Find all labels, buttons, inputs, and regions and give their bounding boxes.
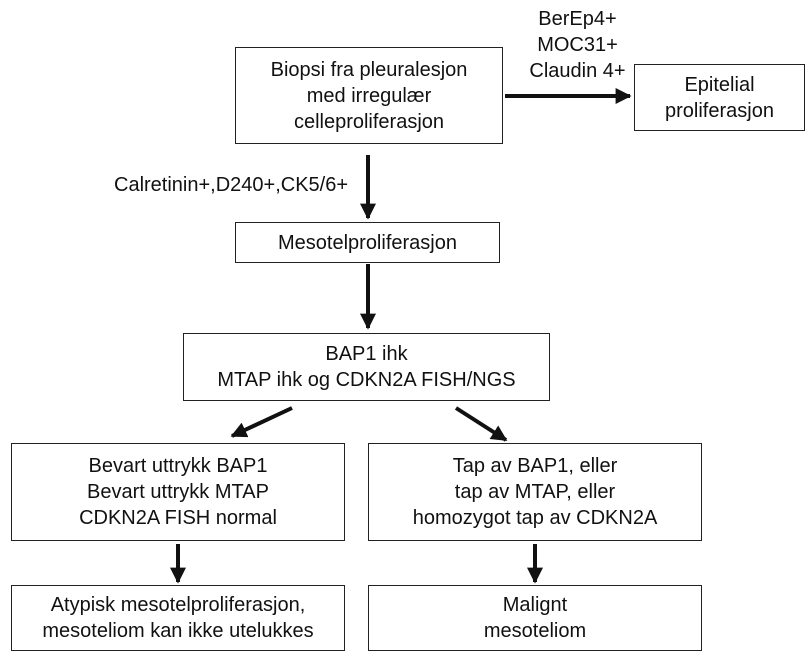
- biopsy-line-3: celleproliferasjon: [293, 110, 445, 133]
- loss-line-3: homozygot tap av CDKN2A: [412, 507, 658, 529]
- epithelial-line-2: proliferasjon: [665, 99, 774, 122]
- loss-line-2: tap av MTAP, eller: [454, 481, 616, 503]
- mesothelial-box: Mesotelproliferasjon: [235, 222, 500, 263]
- preserved-line-1: Bevart uttrykk BAP1: [88, 455, 268, 477]
- atypical-line-2: mesoteliom kan ikke utelukkes: [42, 620, 314, 642]
- epithelial-line-1: Epitelial: [684, 73, 755, 96]
- atypical-line-1: Atypisk mesotelproliferasjon,: [50, 594, 306, 616]
- marker-moc31: MOC31+: [537, 34, 618, 56]
- biopsy-box: Biopsi fra pleuralesjon med irregulær ce…: [235, 47, 503, 144]
- malignant-line-1: Malignt: [502, 594, 568, 616]
- loss-box: Tap av BAP1, eller tap av MTAP, eller ho…: [368, 443, 702, 541]
- preserved-line-2: Bevart uttrykk MTAP: [87, 481, 269, 503]
- marker-claudin4: Claudin 4+: [529, 60, 626, 82]
- epithelial-markers-label: BerEp4+ MOC31+ Claudin 4+: [510, 6, 645, 84]
- loss-line-1: Tap av BAP1, eller: [452, 455, 618, 477]
- tests-line-1: BAP1 ihk: [325, 343, 408, 365]
- tests-line-2: MTAP ihk og CDKN2A FISH/NGS: [217, 369, 516, 391]
- atypical-box: Atypisk mesotelproliferasjon, mesoteliom…: [11, 585, 345, 651]
- arrow-tests-to-loss: [454, 406, 508, 442]
- arrow-tests-to-preserved: [230, 406, 293, 438]
- tests-box: BAP1 ihk MTAP ihk og CDKN2A FISH/NGS: [183, 333, 550, 401]
- biopsy-line-2: med irregulær: [306, 84, 432, 107]
- epithelial-box: Epitelial proliferasjon: [634, 64, 805, 131]
- malignant-line-2: mesoteliom: [483, 620, 587, 642]
- biopsy-line-1: Biopsi fra pleuralesjon: [270, 58, 468, 81]
- mesothelial-line-1: Mesotelproliferasjon: [278, 231, 457, 254]
- marker-berep4: BerEp4+: [538, 8, 617, 30]
- malignant-box: Malignt mesoteliom: [368, 585, 702, 651]
- preserved-line-3: CDKN2A FISH normal: [79, 507, 277, 529]
- preserved-box: Bevart uttrykk BAP1 Bevart uttrykk MTAP …: [11, 443, 345, 541]
- mesothelial-markers-label: Calretinin+,D240+,CK5/6+: [114, 174, 349, 196]
